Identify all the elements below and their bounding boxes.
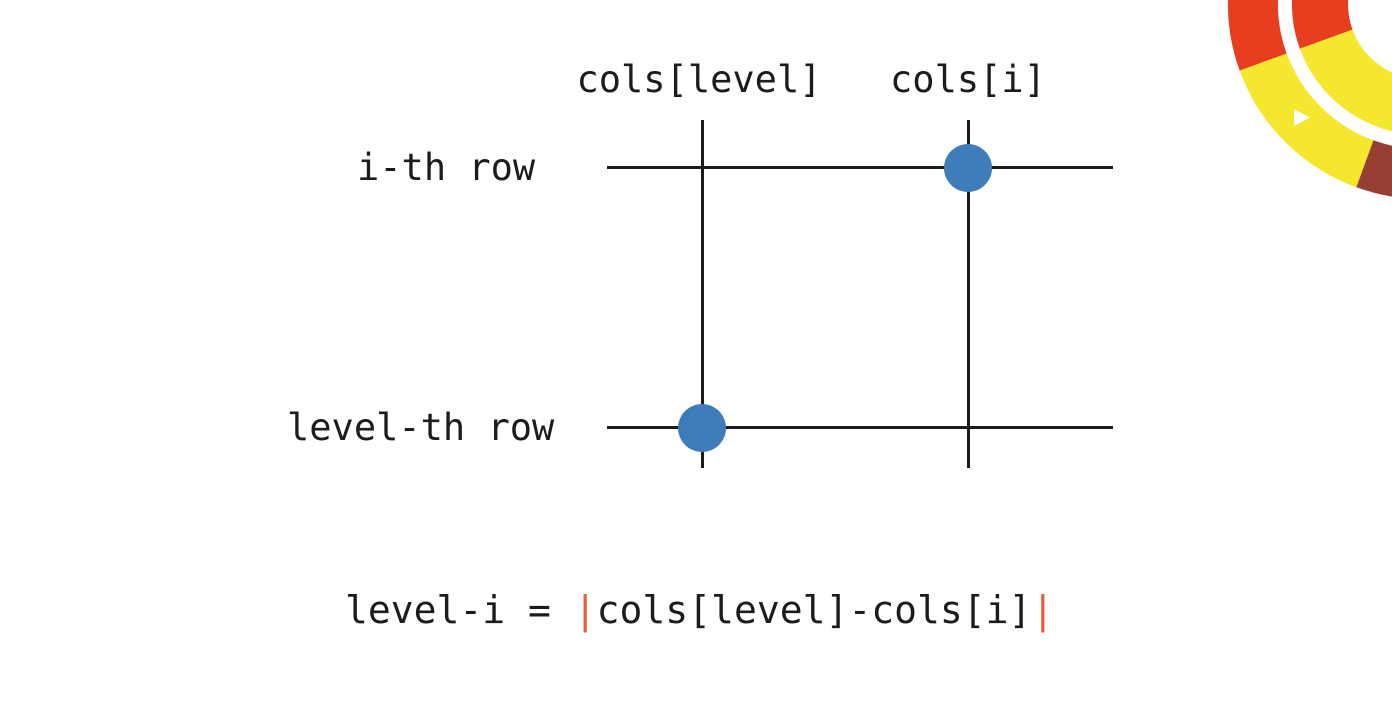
ring-outer-yellow-segment [1239, 52, 1375, 188]
grid-line-col-i [967, 120, 970, 468]
formula-abs-open-bar: | [573, 588, 597, 632]
column-label-cols-i: cols[i] [890, 58, 1046, 101]
grid-line-col-level [701, 120, 704, 468]
queen-dot-level-row [678, 404, 726, 452]
column-label-cols-level: cols[level] [576, 58, 822, 101]
grid-line-row-i [607, 166, 1113, 169]
ring-inner-yellow-segment [1299, 28, 1392, 132]
diagonal-formula: level-i = |cols[level]-cols[i]| [345, 588, 1054, 632]
formula-expression: cols[level]-cols[i] [596, 588, 1032, 632]
formula-abs-close-bar: | [1031, 588, 1055, 632]
ring-outer-red-segment [1228, 0, 1287, 71]
row-label-level-th: level-th row [287, 406, 555, 449]
row-label-i-th: i-th row [357, 146, 536, 189]
decorative-ring-logo [1228, 0, 1392, 197]
grid-line-row-level [607, 426, 1113, 429]
formula-lhs: level-i = [345, 588, 574, 632]
ring-outer-maroon-segment [1356, 140, 1392, 197]
ring-inner-red-segment [1292, 0, 1353, 49]
queen-dot-i-row [944, 144, 992, 192]
play-triangle-icon [1294, 109, 1310, 126]
